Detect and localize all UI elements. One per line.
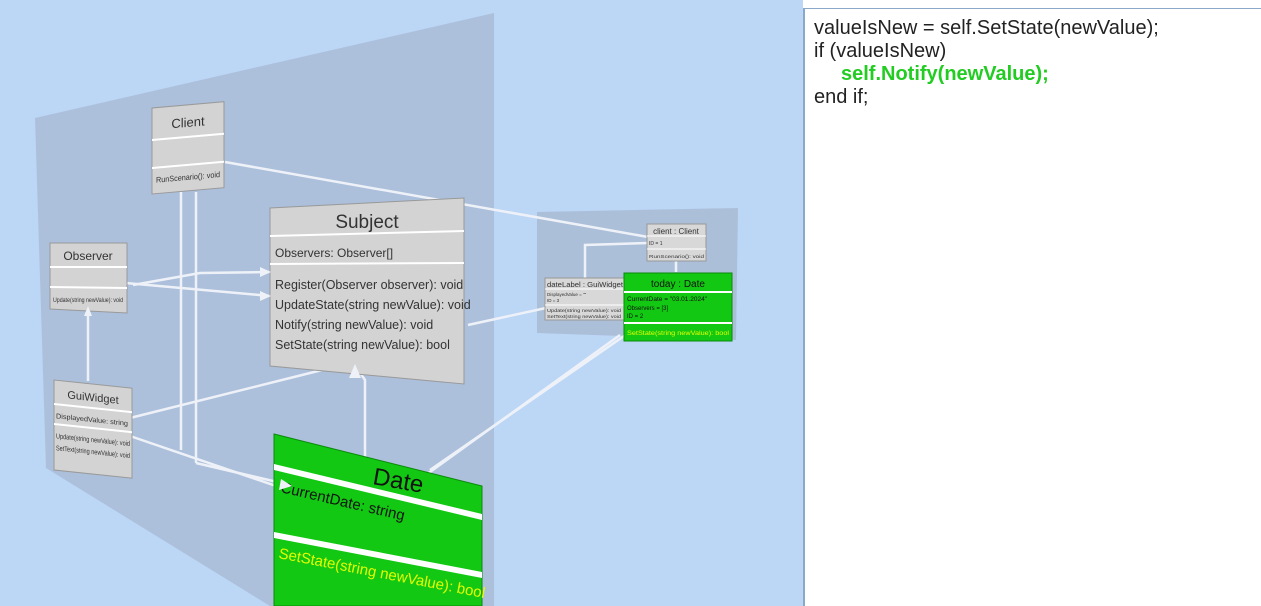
datelabel-object-field-2: ID = 3	[547, 298, 560, 303]
arrowhead-subject-from-client	[260, 267, 271, 277]
datelabel-object-title: dateLabel : GuiWidget	[547, 282, 623, 289]
today-object-field-3: ID = 2	[627, 314, 644, 320]
diagram-viewport[interactable]: Client RunScenario(): void Subject Obser…	[0, 0, 803, 606]
today-object-field-1: CurrentDate = "03.01.2024"	[627, 297, 707, 303]
client-object-method: RunScenario(): void	[649, 254, 705, 259]
class-guiwidget[interactable]: GuiWidget DisplayedValue: string Update(…	[53, 379, 133, 479]
panel-top-margin	[803, 0, 1261, 8]
subject-field: Observers: Observer[]	[275, 246, 393, 260]
arrowhead-subject-register	[260, 291, 271, 301]
datelabel-object-method-2: SetText(string newValue): void	[547, 314, 622, 319]
arrowhead-date-from-client	[279, 479, 292, 490]
arrowhead-observer-from-guiwidget	[84, 306, 92, 316]
code-line-1: valueIsNew = self.SetState(newValue);	[814, 17, 1159, 39]
subject-method-4: SetState(string newValue): bool	[275, 338, 450, 352]
today-object-title: today : Date	[651, 279, 705, 290]
object-datelabel[interactable]: dateLabel : GuiWidget DisplayedValue = "…	[544, 277, 626, 321]
observer-method: Update(string newValue): void	[53, 297, 123, 304]
observer-title: Observer	[63, 249, 112, 263]
guiwidget-title: GuiWidget	[67, 389, 118, 406]
code-line-highlighted: self.Notify(newValue);	[841, 63, 1049, 85]
class-date[interactable]: Date CurrentDate: string SetState(string…	[273, 433, 486, 606]
arrowheads	[84, 267, 361, 490]
datelabel-object-field-1: DisplayedValue = ""	[547, 292, 587, 297]
subject-method-1: Register(Observer observer): void	[275, 278, 463, 292]
code-panel[interactable]: valueIsNew = self.SetState(newValue); if…	[803, 8, 1261, 606]
today-object-method: SetState(string newValue): bool	[627, 330, 730, 337]
subject-method-3: Notify(string newValue): void	[275, 318, 433, 332]
class-subject[interactable]: Subject Observers: Observer[] Register(O…	[269, 197, 471, 385]
arrowhead-subject-from-date	[349, 364, 361, 378]
client-title: Client	[171, 113, 205, 131]
class-observer[interactable]: Observer Update(string newValue): void	[49, 242, 128, 314]
client-object-title: client : Client	[653, 227, 700, 236]
code-line-2: if (valueIsNew)	[814, 40, 947, 62]
subject-method-2: UpdateState(string newValue): void	[275, 298, 471, 312]
class-diagram-plane	[35, 13, 494, 606]
object-today[interactable]: today : Date CurrentDate = "03.01.2024" …	[623, 272, 733, 342]
subject-title: Subject	[335, 212, 399, 233]
datelabel-object-method-1: Update(string newValue): void	[547, 308, 622, 313]
connector-lines	[86, 160, 678, 492]
client-object-field: ID = 1	[649, 241, 663, 247]
uml-3d-scene: Client RunScenario(): void Subject Obser…	[35, 13, 738, 606]
class-client[interactable]: Client RunScenario(): void	[151, 101, 225, 195]
code-line-4: end if;	[814, 86, 869, 108]
object-client[interactable]: client : Client ID = 1 RunScenario(): vo…	[646, 223, 707, 262]
today-object-field-2: Observers = [3]	[627, 306, 669, 312]
